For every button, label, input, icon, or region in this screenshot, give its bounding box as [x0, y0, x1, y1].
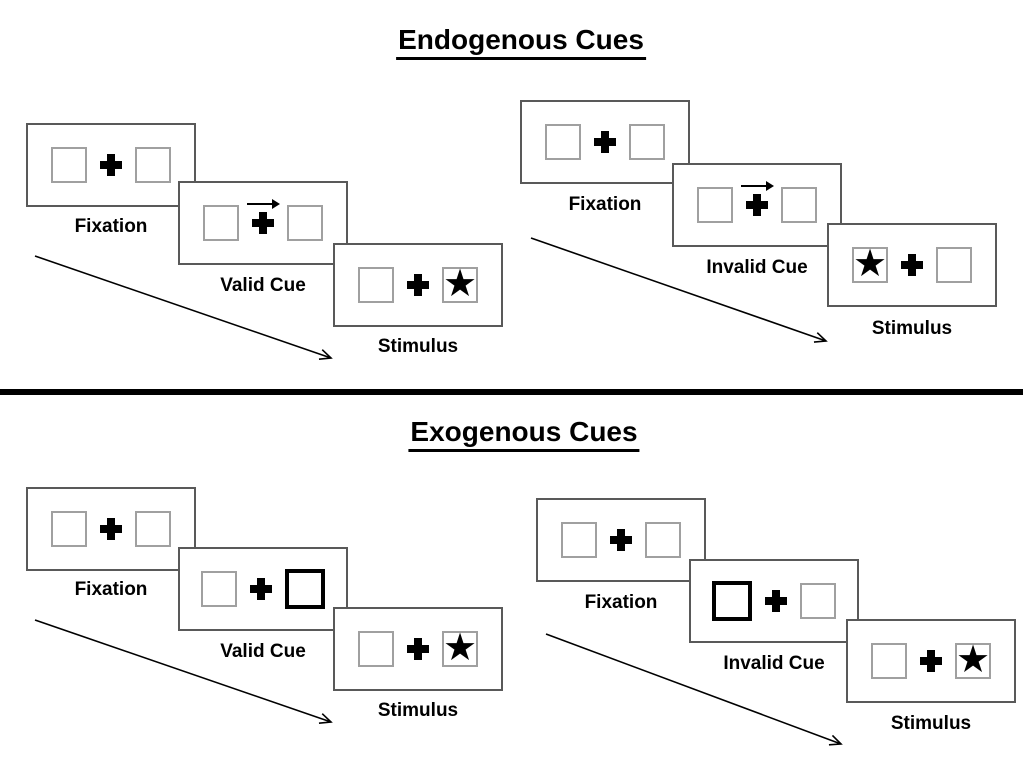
timeline-arrow	[545, 633, 843, 746]
fixation-cross-icon	[407, 638, 429, 660]
panel-label: Stimulus	[377, 336, 459, 357]
fixation-cross-icon	[920, 650, 942, 672]
left-box	[203, 205, 239, 241]
panel-label: Valid Cue	[220, 275, 306, 296]
stimulus-panel: ★	[827, 223, 997, 307]
fixation-cross-icon	[746, 194, 768, 216]
stimulus-panel: ★	[333, 607, 503, 691]
timeline-arrow	[34, 619, 333, 724]
fixation-cross-icon	[765, 590, 787, 612]
cue-highlighted-box	[712, 581, 752, 621]
left-box	[545, 124, 581, 160]
fixation-panel	[26, 123, 196, 207]
fixation-cross-icon	[610, 529, 632, 551]
panel-label: Invalid Cue	[706, 257, 808, 278]
panel-label: Valid Cue	[220, 641, 306, 662]
target-box: ★	[442, 626, 478, 669]
left-box	[51, 147, 87, 183]
target-box: ★	[955, 638, 991, 681]
right-box	[135, 511, 171, 547]
panel-label: Stimulus	[890, 713, 972, 734]
fixation-cross-icon	[250, 578, 272, 600]
valid-cue-panel	[178, 181, 348, 265]
cue-highlighted-box	[285, 569, 325, 609]
stimulus-panel: ★	[333, 243, 503, 327]
left-box	[561, 522, 597, 558]
section-title-text: Exogenous Cues	[408, 416, 640, 452]
fixation-cross-icon	[407, 274, 429, 296]
right-box	[287, 205, 323, 241]
panel-label: Fixation	[568, 194, 642, 215]
right-box	[781, 187, 817, 223]
star-icon: ★	[955, 638, 991, 681]
section-title: Exogenous Cues	[408, 416, 640, 452]
fixation-cross-icon	[901, 254, 923, 276]
valid-cue-panel	[178, 547, 348, 631]
fixation-cross-icon	[594, 131, 616, 153]
panel-label: Fixation	[74, 216, 148, 237]
fixation-cross-with-cue	[741, 181, 774, 216]
panel-label: Fixation	[74, 579, 148, 600]
right-box	[629, 124, 665, 160]
fixation-cross-icon	[100, 154, 122, 176]
target-box: ★	[442, 262, 478, 305]
cue-arrow-icon	[741, 181, 774, 191]
cue-arrow-icon	[247, 199, 280, 209]
fixation-panel	[536, 498, 706, 582]
section-title: Endogenous Cues	[396, 24, 646, 60]
panel-label: Stimulus	[377, 700, 459, 721]
fixation-panel	[26, 487, 196, 571]
timeline-arrow	[34, 255, 333, 360]
left-box	[51, 511, 87, 547]
star-icon: ★	[442, 626, 478, 669]
panel-label: Stimulus	[871, 318, 953, 339]
section-divider	[0, 389, 1023, 395]
panel-label: Fixation	[584, 592, 658, 613]
star-icon: ★	[442, 262, 478, 305]
right-box	[645, 522, 681, 558]
invalid-cue-panel	[672, 163, 842, 247]
right-box	[936, 247, 972, 283]
left-box	[871, 643, 907, 679]
left-box	[358, 267, 394, 303]
panel-label: Invalid Cue	[723, 653, 825, 674]
fixation-cross-icon	[100, 518, 122, 540]
timeline-arrow	[530, 237, 828, 343]
fixation-panel	[520, 100, 690, 184]
target-box: ★	[852, 242, 888, 285]
left-box	[201, 571, 237, 607]
star-icon: ★	[852, 242, 888, 285]
fixation-cross-with-cue	[247, 199, 280, 234]
section-title-text: Endogenous Cues	[396, 24, 646, 60]
fixation-cross-icon	[252, 212, 274, 234]
stimulus-panel: ★	[846, 619, 1016, 703]
invalid-cue-panel	[689, 559, 859, 643]
left-box	[697, 187, 733, 223]
right-box	[135, 147, 171, 183]
right-box	[800, 583, 836, 619]
left-box	[358, 631, 394, 667]
